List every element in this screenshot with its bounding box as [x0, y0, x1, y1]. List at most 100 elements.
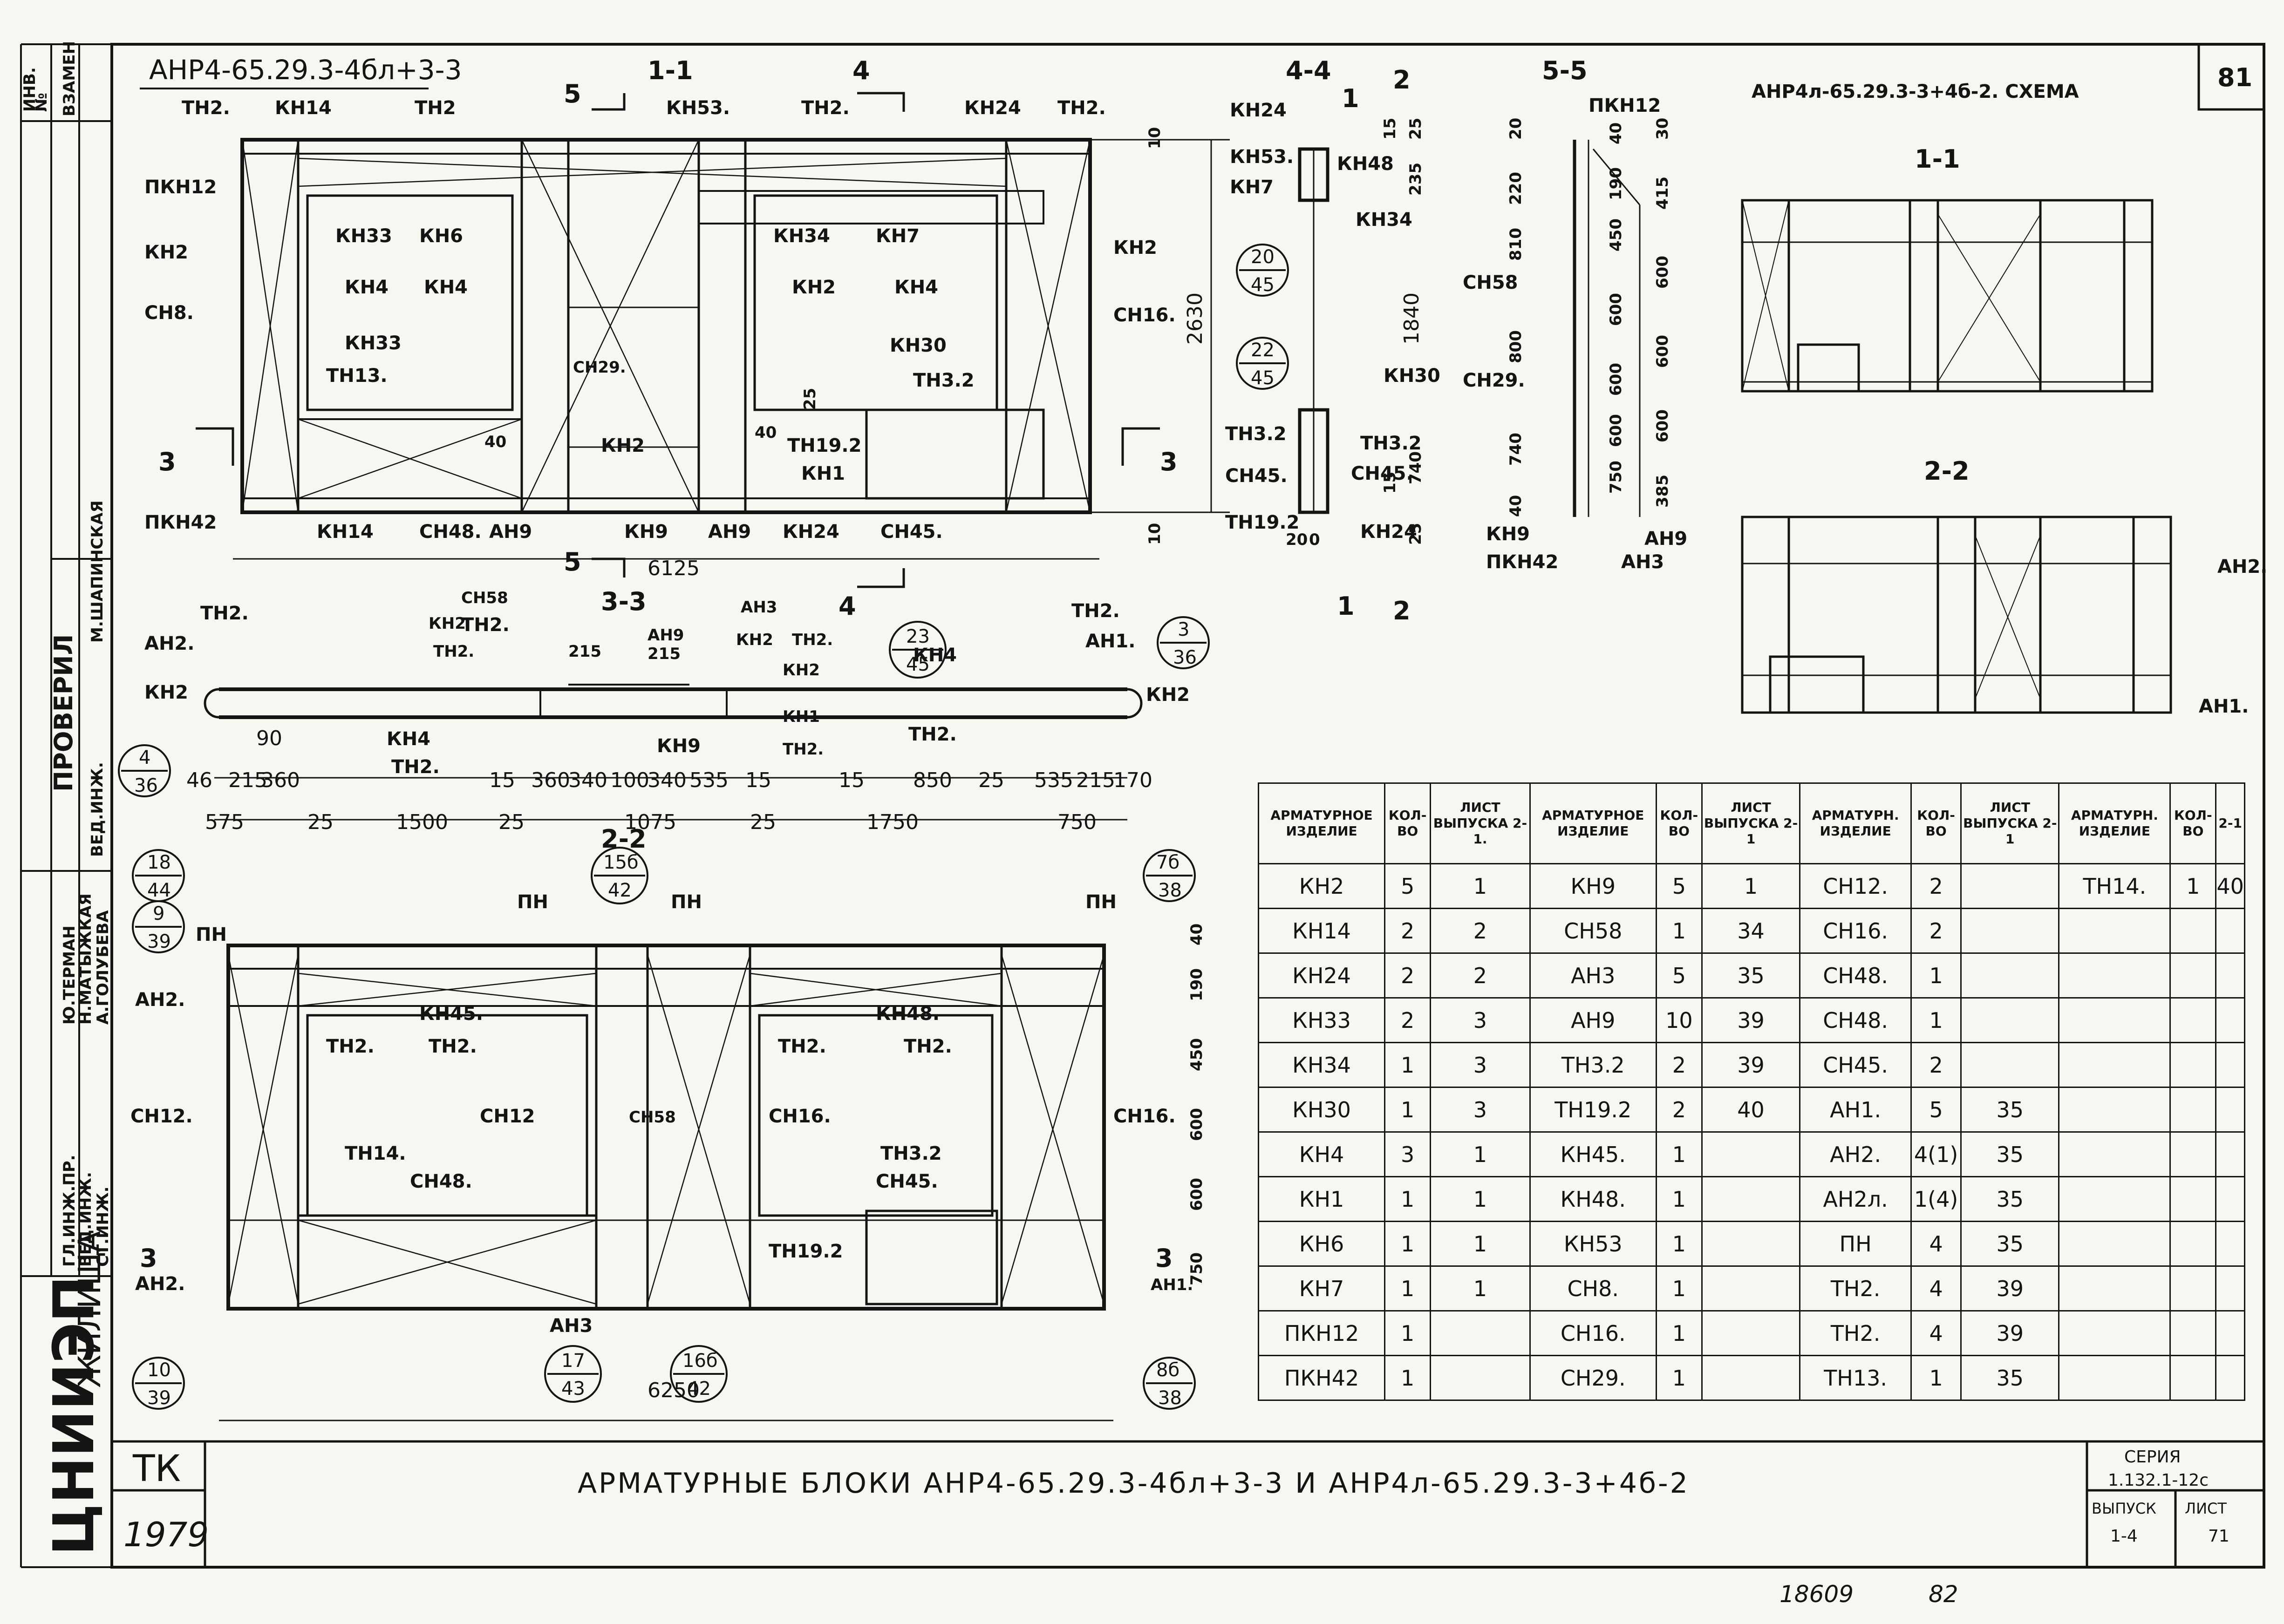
table-cell: 1: [1655, 1131, 1703, 1177]
table-cell: КН30: [1257, 1087, 1386, 1133]
table-cell: ПКН12: [1257, 1310, 1386, 1356]
stamp-role-3: СТ.ИНЖ.: [94, 1186, 112, 1267]
svg-text:15: 15: [745, 768, 771, 792]
svg-text:17: 17: [561, 1350, 585, 1372]
table-cell: СН58: [1529, 908, 1657, 954]
svg-text:235: 235: [1406, 163, 1425, 196]
svg-text:КН4: КН4: [894, 277, 938, 298]
svg-text:АН9: АН9: [1644, 528, 1687, 550]
svg-text:КН1: КН1: [801, 463, 845, 484]
s44-labels: КН24 КН53. КН7 КН48 КН34 КН30 ТН3.2 ТН3.…: [1225, 100, 1440, 549]
table-cell: [2169, 1042, 2217, 1088]
svg-text:36: 36: [134, 775, 158, 796]
svg-text:42: 42: [608, 880, 632, 901]
table-header-row: АРМАТУРНОЕ ИЗДЕЛИЕ КОЛ-ВО ЛИСТ ВЫПУСКА 2…: [1257, 782, 2245, 864]
table-cell: 5: [1910, 1087, 1962, 1133]
table-cell: 1: [1430, 1221, 1531, 1267]
table-cell: 1: [1384, 1042, 1432, 1088]
svg-text:450: 450: [1187, 1038, 1206, 1071]
svg-text:415: 415: [1653, 177, 1672, 210]
org-word: ЖИЛИЩА: [72, 1231, 108, 1388]
svg-text:46: 46: [186, 768, 212, 792]
svg-text:КН24: КН24: [1230, 100, 1287, 121]
dim-10a: 10: [1145, 127, 1164, 149]
cut-2-bottom: 2: [1393, 596, 1411, 625]
svg-text:22: 22: [1251, 340, 1275, 361]
svg-text:15: 15: [489, 768, 515, 792]
col-header: ЛИСТ ВЫПУСКА 2-1.: [1430, 782, 1531, 864]
svg-text:25: 25: [1406, 523, 1425, 545]
svg-text:КН53.: КН53.: [1230, 146, 1294, 168]
svg-text:ТН3.2: ТН3.2: [1225, 423, 1287, 445]
table-cell: СН45.: [1799, 1042, 1912, 1088]
svg-text:1500: 1500: [396, 810, 448, 834]
table-cell: 40: [1701, 1087, 1801, 1133]
table-cell: 1: [1430, 863, 1531, 909]
table-cell: 2: [1655, 1042, 1703, 1088]
svg-text:40: 40: [1607, 122, 1625, 144]
svg-text:СН16.: СН16.: [1113, 1106, 1176, 1127]
dim-40b: 40: [755, 423, 777, 442]
table-cell: 39: [1701, 1042, 1801, 1088]
svg-text:ТН19.2: ТН19.2: [787, 435, 861, 456]
schema-title: АНР4л-65.29.3-3+4б-2. СХЕМА: [1752, 81, 2079, 102]
table-cell: [1701, 1176, 1801, 1222]
svg-text:750: 750: [1057, 810, 1097, 834]
table-cell: [2058, 997, 2171, 1043]
checked-label: ПРОВЕРИЛ: [49, 634, 78, 792]
stamp-role-2: ВЕД.ИНЖ.: [76, 1172, 95, 1267]
cut-1-top: 1: [1342, 84, 1359, 113]
svg-text:КН48.: КН48.: [876, 1003, 940, 1025]
table-cell: 35: [1960, 1176, 2060, 1222]
table-cell: СН16.: [1529, 1310, 1657, 1356]
svg-text:ТН2.: ТН2.: [908, 724, 957, 745]
table-cell: 2: [1910, 1042, 1962, 1088]
table-cell: 1: [1655, 908, 1703, 954]
cut-2-top: 2: [1393, 65, 1411, 95]
table-cell: 4(1): [1910, 1131, 1962, 1177]
svg-text:10: 10: [147, 1359, 171, 1381]
checked-name: М.ШАПИНСКАЯ: [88, 500, 107, 643]
svg-text:ТН2.: ТН2.: [391, 756, 440, 778]
table-cell: [2215, 1042, 2245, 1088]
table-cell: [2169, 908, 2217, 954]
cut-3-left: 3: [158, 447, 176, 476]
table-cell: 2: [1910, 863, 1962, 909]
table-cell: КН24: [1257, 952, 1386, 999]
table-cell: КН34: [1257, 1042, 1386, 1088]
table-cell: [2169, 997, 2217, 1043]
table-cell: 1: [1701, 863, 1801, 909]
svg-text:ТН19.2: ТН19.2: [769, 1241, 843, 1262]
col-header: АРМАТУРН. ИЗДЕЛИЕ: [1799, 782, 1912, 864]
table-cell: [2058, 1221, 2171, 1267]
org-vertical: ЦНИИЭП: [42, 1276, 107, 1556]
svg-text:КН2: КН2: [783, 661, 820, 679]
table-cell: ТН13.: [1799, 1355, 1912, 1401]
svg-text:ТН2.: ТН2.: [1057, 97, 1106, 119]
table-cell: [1701, 1355, 1801, 1401]
svg-text:25: 25: [1406, 118, 1425, 140]
svg-text:1750: 1750: [866, 810, 919, 834]
svg-text:3: 3: [1178, 619, 1189, 640]
svg-text:КН4: КН4: [387, 728, 430, 750]
table-cell: ПКН42: [1257, 1355, 1386, 1401]
table-cell: [2169, 1221, 2217, 1267]
svg-text:КН7: КН7: [1230, 177, 1274, 198]
svg-text:800: 800: [1507, 330, 1525, 363]
svg-text:ПН: ПН: [671, 891, 702, 913]
s55-labels: ПКН12 СН58 СН29. КН9 ПКН42 АН9 АН3 20 22…: [1463, 95, 1687, 573]
svg-text:ТН3.2: ТН3.2: [1360, 433, 1422, 454]
svg-text:КН7: КН7: [876, 225, 920, 247]
svg-text:КН2: КН2: [601, 435, 645, 456]
section-2-2: [226, 944, 1106, 1311]
svg-text:КН24: КН24: [964, 97, 1021, 119]
svg-text:КН2: КН2: [144, 682, 188, 703]
main-labels: ТН2. КН14 ТН2 КН53. ТН2. КН24 ТН2. ПКН12…: [144, 97, 1176, 543]
s33-dim-values: 46 215 360 90 15 360 340 100 340 535 15 …: [186, 642, 1152, 834]
table-cell: 39: [1701, 997, 1801, 1043]
svg-text:600: 600: [1607, 293, 1625, 326]
s33-labels: ТН2. АН2. КН2 СН58 КН2 ТН2. АН3 АН9 КН2 …: [144, 589, 1190, 778]
sec-4-4-title: 4-4: [1286, 56, 1331, 85]
svg-text:СН12: СН12: [480, 1106, 535, 1127]
